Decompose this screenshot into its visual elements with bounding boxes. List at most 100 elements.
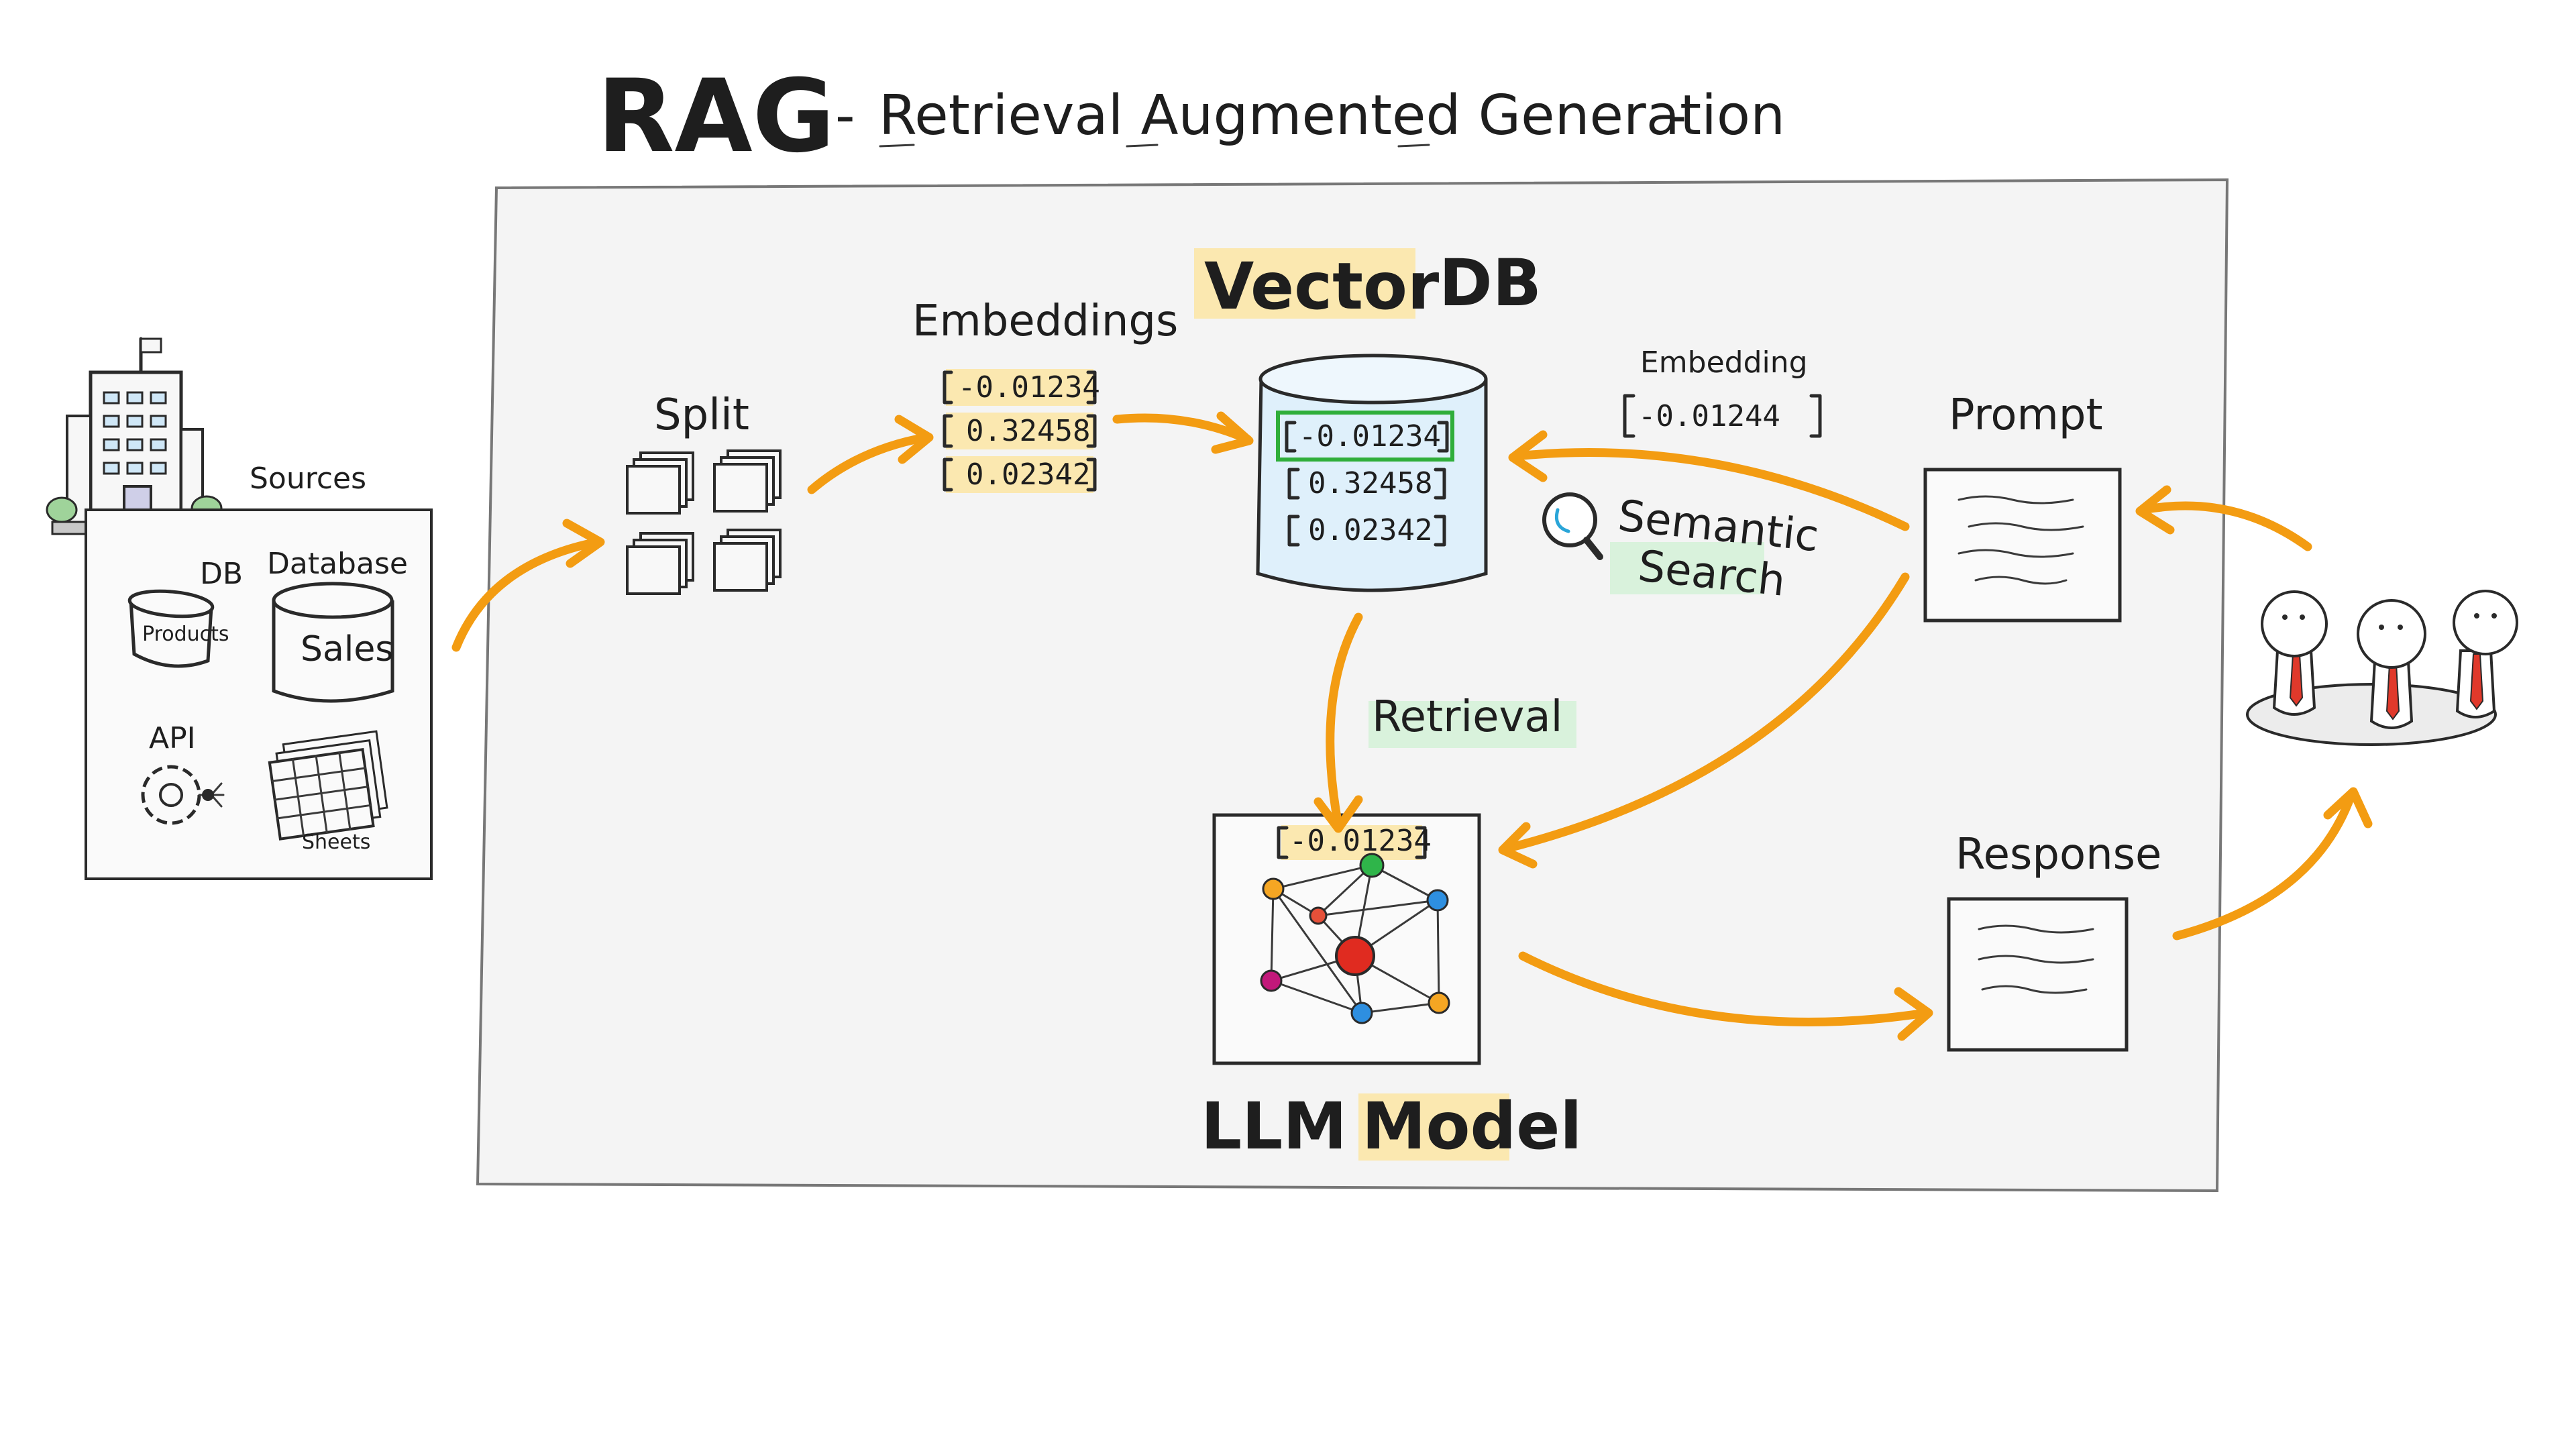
source-database-sales: Database Sales [267,547,408,703]
embedding-highlight-3 [946,456,1093,493]
embedding-bracket-1 [943,370,1097,405]
arrow-sources-to-split [451,537,602,652]
sheets-grid [271,751,372,837]
embeddings-label: Embeddings [912,297,1178,346]
prompt-document [1923,468,2122,623]
query-embedding-label: Embedding [1640,345,1808,380]
arrow-split-to-embeddings [807,433,930,494]
sources-label: Sources [250,462,366,496]
flow-arrows [451,411,2373,1041]
arrow-split-to-embeddings-head [894,415,934,464]
arrow-vectordb-to-llm-head [1313,795,1363,833]
arrow-response-to-users [2172,790,2356,941]
vector-db-label-rest: DB [1439,246,1542,321]
arrow-users-to-prompt-head [2135,485,2175,535]
title-underline-g [1397,144,1430,148]
vector-bracket-1 [1285,421,1449,453]
source-api: API [141,721,225,825]
query-embedding-value: -0.01244 [1638,399,1780,433]
source-api-label: API [149,721,196,755]
chunk-4 [713,542,768,592]
api-gear-hub [159,783,183,807]
source-sheets: Sheets [268,730,388,854]
database-sales-top [272,582,394,619]
db-products-top [127,589,215,619]
arrow-vectordb-to-llm [1326,612,1363,830]
arrow-prompt-to-llm [1501,572,1910,853]
bush-left [46,496,78,523]
vector-value-3: 0.02342 [1308,513,1432,547]
llm-label-plain: LLM [1201,1089,1347,1164]
title-subtitle: Retrieval Augmented Generation [879,84,1785,148]
vector-bracket-3 [1287,515,1446,547]
arrow-response-to-users-head [2323,787,2373,828]
user-avatar-2 [2357,599,2426,729]
embedding-highlight-1 [946,369,1093,406]
embedding-value-2: 0.32458 [966,414,1090,448]
magnifier-icon [1542,492,1603,560]
title-dash-right: - [1667,84,1687,148]
title-dash-left: - [835,84,855,148]
title-underline-r [879,144,915,148]
title-underline-a [1126,144,1159,148]
embedding-value-3: 0.02342 [966,458,1090,492]
database-sales-cylinder [272,600,394,703]
title-group: RAG - Retrieval Augmented Generation - [597,58,1785,175]
response-document [1947,897,2129,1052]
neural-graph-icon [1260,853,1450,1024]
user-avatar-3 [2453,590,2518,718]
arrow-llm-to-response [1518,951,1930,1027]
prompt-label: Prompt [1949,390,2103,440]
prompt-text-lines [1957,495,2084,585]
llm-context-value: -0.01234 [1289,824,1432,858]
chunk-2 [713,463,768,513]
arrow-users-to-prompt [2139,501,2312,551]
retrieval-label: Retrieval [1372,692,1562,742]
arrow-prompt-to-vectordb [1511,448,1910,531]
source-db-label: DB [200,557,243,591]
vector-db-top [1258,354,1488,405]
building-flag [140,337,162,354]
embedding-bracket-2 [943,414,1097,448]
llm-model-highlight [1358,1093,1509,1161]
db-products-text: Products [142,623,229,646]
query-embedding-bracket [1623,394,1822,438]
chunk-1 [626,465,681,515]
retrieval-highlight [1368,701,1576,748]
api-node [202,789,214,801]
embedding-bracket-3 [943,458,1097,492]
title-rag: RAG [597,58,835,175]
vector-highlight [1194,248,1415,319]
semantic-search-highlight [1610,542,1764,594]
arrow-sources-to-split-head [562,519,605,568]
arrow-prompt-to-vectordb-head [1508,430,1548,482]
vector-bracket-2 [1287,468,1446,500]
response-label: Response [1955,830,2161,879]
sheets-label: Sheets [302,830,370,854]
response-text-lines [1978,924,2094,994]
users-group [2246,590,2518,746]
vector-value-1: -0.01234 [1299,419,1441,453]
vector-value-2: 0.32458 [1308,466,1432,500]
vector-db-cylinder: -0.01234 0.32458 0.02342 [1256,354,1488,592]
arrow-embeddings-to-vectordb [1112,413,1252,444]
vector-match-box [1276,411,1454,462]
embedding-highlight-2 [946,413,1093,449]
user-avatar-1 [2261,590,2328,716]
source-db-products: DB Products [127,557,243,668]
split-chunks [626,449,782,595]
company-building [46,337,223,535]
arrow-prompt-to-llm-head [1498,822,1538,869]
embeddings-list: -0.01234 0.32458 0.02342 [943,369,1100,493]
llm-context-highlight [1281,825,1422,860]
vector-db-label-highlight: Vector [1204,249,1440,324]
split-label: Split [654,390,749,440]
llm-label-highlight: Model [1362,1089,1582,1164]
database-sales-text: Sales [301,629,393,669]
arrow-embeddings-to-vectordb-head [1211,411,1254,454]
source-database-label: Database [267,547,408,581]
arrow-llm-to-response-head [1894,987,1933,1041]
embedding-value-1: -0.01234 [958,370,1100,405]
llm-context-bracket [1277,826,1427,859]
